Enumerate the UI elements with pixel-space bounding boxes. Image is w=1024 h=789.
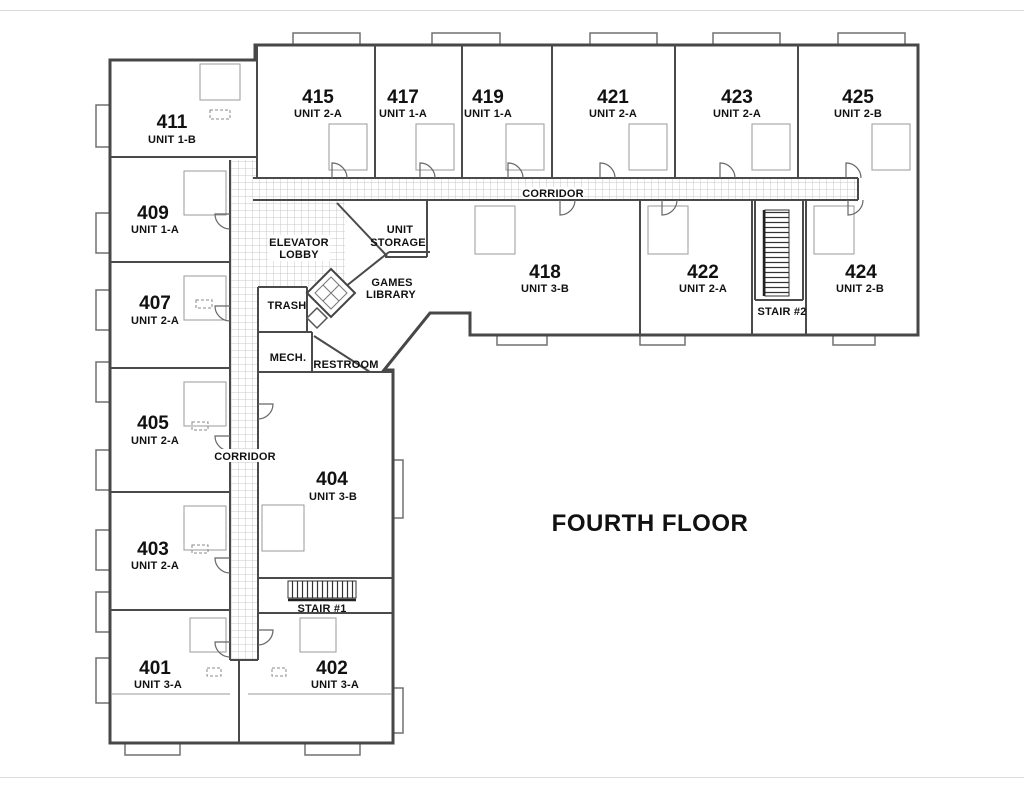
unit-415-number: 415 [302, 87, 334, 108]
unit-401-type: UNIT 3-A [134, 679, 182, 691]
stair-1-label: STAIR #1 [297, 603, 346, 615]
unit-423-type: UNIT 2-A [713, 108, 761, 120]
stair-2-treads [762, 209, 790, 297]
unit-storage-label-line1: UNIT [387, 224, 414, 236]
unit-425-type: UNIT 2-B [834, 108, 882, 120]
corridor-left-label: CORRIDOR [214, 451, 276, 463]
label-backings [217, 187, 584, 462]
games-library-label-line1: GAMES [371, 277, 412, 289]
unit-403-type: UNIT 2-A [131, 560, 179, 572]
unit-411-number: 411 [157, 112, 188, 133]
unit-407-type: UNIT 2-A [131, 315, 179, 327]
door-swings [214, 162, 864, 658]
unit-405-type: UNIT 2-A [131, 435, 179, 447]
kitchen-islands [191, 109, 287, 677]
unit-424-type: UNIT 2-B [836, 283, 884, 295]
stair-1-treads [287, 580, 357, 602]
games-library-label-line2: LIBRARY [366, 289, 416, 301]
corridor-top-label: CORRIDOR [522, 188, 584, 200]
unit-411-type: UNIT 1-B [148, 134, 196, 146]
common-area-labels: CORRIDOR CORRIDOR ELEVATOR LOBBY UNIT ST… [214, 188, 806, 615]
elevator-shaft [305, 267, 357, 330]
unit-storage-label-line2: STORAGE [370, 237, 426, 249]
unit-424-number: 424 [845, 262, 877, 283]
unit-409-type: UNIT 1-A [131, 224, 179, 236]
unit-402-number: 402 [316, 658, 348, 679]
elevator-lobby-label-line1: ELEVATOR [269, 237, 329, 249]
page-edge-lines [0, 10, 1024, 778]
room-409 [110, 157, 230, 262]
unit-402-type: UNIT 3-A [311, 679, 359, 691]
unit-418-number: 418 [529, 262, 561, 283]
trash-label: TRASH [268, 300, 307, 312]
room-405 [110, 368, 230, 492]
mech-label: MECH. [270, 352, 306, 364]
unit-419-number: 419 [472, 87, 504, 108]
unit-417-type: UNIT 1-A [379, 108, 427, 120]
restroom-label: RESTROOM [313, 359, 378, 371]
unit-418-type: UNIT 3-B [521, 283, 569, 295]
interior-walls [110, 45, 859, 743]
unit-404-type: UNIT 3-B [309, 491, 357, 503]
unit-423-number: 423 [721, 87, 753, 108]
unit-415-type: UNIT 2-A [294, 108, 342, 120]
unit-404-number: 404 [316, 469, 348, 490]
interior-detail [112, 63, 911, 695]
unit-419-type: UNIT 1-A [464, 108, 512, 120]
unit-422-number: 422 [687, 262, 719, 283]
unit-421-type: UNIT 2-A [589, 108, 637, 120]
unit-407-number: 407 [139, 293, 171, 314]
unit-421-number: 421 [597, 87, 629, 108]
unit-401-number: 401 [139, 658, 171, 679]
floor-title: FOURTH FLOOR [552, 510, 749, 537]
building-outline [108, 43, 920, 745]
unit-422-type: UNIT 2-A [679, 283, 727, 295]
elevator-lobby-label-line2: LOBBY [279, 249, 319, 261]
unit-labels: 411 UNIT 1-B 409 UNIT 1-A 407 UNIT 2-A 4… [131, 87, 884, 691]
unit-409-number: 409 [137, 203, 169, 224]
unit-403-number: 403 [137, 539, 169, 560]
stair-2-label: STAIR #2 [757, 306, 806, 318]
unit-425-number: 425 [842, 87, 874, 108]
unit-417-number: 417 [387, 87, 419, 108]
room-403 [110, 492, 230, 610]
corridor-left-hatch [230, 160, 258, 660]
unit-405-number: 405 [137, 413, 169, 434]
